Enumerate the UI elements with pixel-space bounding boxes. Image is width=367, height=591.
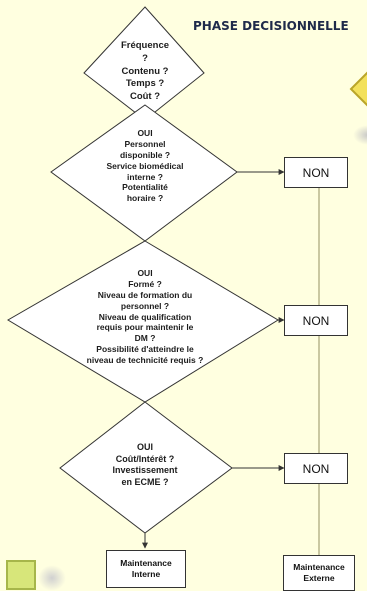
green-square-decoration — [6, 560, 36, 590]
maintenance-externe-line: Externe — [303, 573, 335, 583]
decision-line: Personnel — [124, 138, 166, 149]
decision-line: Temps ? — [125, 78, 165, 90]
shadow-decoration-bottom — [38, 565, 66, 591]
decision-line: OUI — [137, 128, 153, 138]
decision-line: DM ? — [134, 333, 156, 344]
decision-line: OUI — [137, 268, 153, 278]
decision-line: Potentialité — [122, 182, 168, 193]
maintenance-interne-line: Interne — [131, 569, 161, 579]
decision-line: Service biomédical — [106, 160, 184, 171]
decision-line: OUI — [136, 442, 153, 452]
decision-text-cout: OUI Coût/Intérêt ? Investissement en ECM… — [100, 442, 190, 488]
decision-line: Fréquence — [120, 40, 170, 51]
maintenance-externe-box: Maintenance Externe — [283, 555, 355, 591]
decision-line: Coût ? — [129, 91, 161, 103]
decision-line: ? — [142, 52, 148, 64]
decision-line: Investissement — [112, 465, 178, 476]
decision-line: niveau de technicité requis ? — [86, 355, 204, 365]
decision-line: disponible ? — [119, 149, 171, 160]
decision-line: personnel ? — [120, 300, 170, 311]
decision-line: Possibilité d'atteindre le — [96, 344, 194, 355]
decision-line: horaire ? — [126, 193, 164, 204]
non-label: NON — [302, 165, 330, 180]
page-title: PHASE DECISIONNELLE — [193, 19, 349, 33]
decision-line: Formé ? — [128, 278, 162, 289]
non-box-2: NON — [284, 305, 348, 336]
decision-line: Contenu ? — [121, 65, 169, 77]
non-box-3: NON — [284, 453, 348, 484]
decision-text-frequence: Fréquence ? Contenu ? Temps ? Coût ? — [100, 40, 190, 104]
maintenance-interne-box: Maintenance Interne — [106, 550, 186, 588]
decision-line: Niveau de qualification — [98, 311, 192, 322]
decision-text-formation: OUI Formé ? Niveau de formation du perso… — [65, 268, 225, 366]
decision-line: Coût/Intérêt ? — [115, 453, 175, 464]
decision-text-personnel: OUI Personnel disponible ? Service biomé… — [90, 128, 200, 204]
decision-line: en ECME ? — [121, 476, 169, 487]
non-label: NON — [302, 461, 330, 476]
non-label: NON — [302, 313, 330, 328]
decision-line: interne ? — [127, 171, 163, 182]
decision-line: Niveau de formation du — [97, 289, 193, 300]
non-box-1: NON — [284, 157, 348, 188]
maintenance-externe-line: Maintenance — [293, 561, 345, 572]
shadow-decoration — [353, 125, 367, 145]
decision-line: requis pour maintenir le — [96, 322, 194, 333]
maintenance-interne-line: Maintenance — [120, 557, 172, 568]
